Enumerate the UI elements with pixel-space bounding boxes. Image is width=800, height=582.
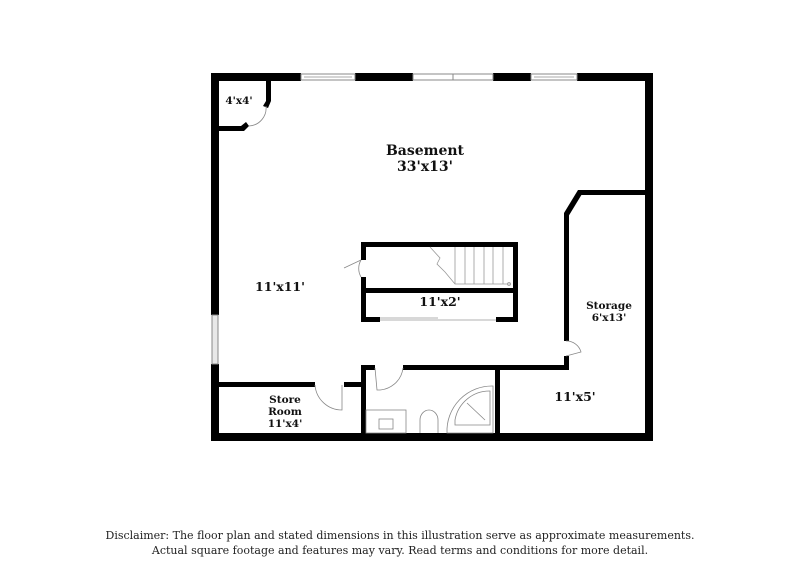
exterior-walls	[211, 73, 653, 441]
room-label-under-stair: 11'x2'	[410, 294, 470, 309]
door-closet	[248, 105, 267, 127]
room-name: Storage	[586, 300, 632, 312]
stairs	[429, 246, 511, 286]
room-label-family: 11'x11'	[250, 279, 310, 294]
disclaimer-line-1: Disclaimer: The floor plan and stated di…	[105, 529, 695, 542]
corner-shower	[446, 385, 494, 434]
doors	[248, 105, 582, 411]
room-label-utility: 11'x5'	[545, 389, 605, 404]
room-dimensions: 11'x2'	[419, 294, 461, 309]
sink	[378, 418, 394, 430]
vanity	[365, 409, 407, 434]
room-dimensions: 11'x11'	[255, 279, 305, 294]
room-name: Basement	[385, 143, 465, 159]
disclaimer-line-2: Actual square footage and features may v…	[151, 544, 649, 557]
door-storage	[565, 340, 582, 357]
room-dimensions: 33'x13'	[397, 159, 453, 176]
room-label-storage: Storage 6'x13'	[580, 300, 638, 324]
door-bath	[374, 367, 404, 391]
toilet	[419, 409, 439, 433]
room-name-line2: Room	[268, 406, 302, 419]
bath-fixtures	[365, 385, 494, 434]
room-dimensions: 4'x4'	[225, 95, 253, 107]
room-label-store-room: Store Room 11'x4'	[260, 394, 310, 430]
door-stair	[358, 259, 362, 278]
door-store-room	[314, 384, 343, 411]
room-dimensions: 11'x4'	[267, 418, 303, 431]
room-dimensions: 6'x13'	[591, 312, 627, 325]
window-left	[211, 314, 219, 365]
room-name-line1: Store	[269, 394, 301, 406]
room-dimensions: 11'x5'	[554, 389, 596, 404]
room-label-basement: Basement 33'x13'	[370, 143, 480, 175]
windows	[211, 73, 578, 365]
room-label-closet: 4'x4'	[222, 95, 256, 107]
interior-walls	[219, 81, 645, 441]
disclaimer: Disclaimer: The floor plan and stated di…	[0, 528, 800, 558]
